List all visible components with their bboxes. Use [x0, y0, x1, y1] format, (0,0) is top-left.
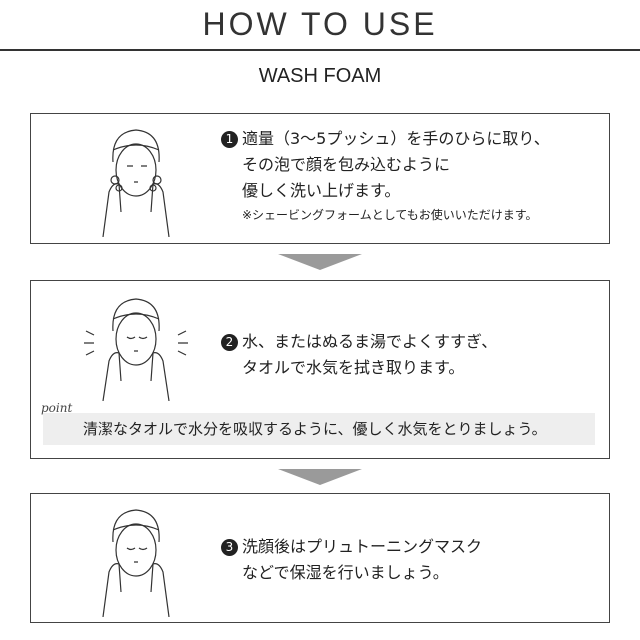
step-line: 優しく洗い上げます。: [242, 181, 401, 200]
step-line: などで保湿を行いましょう。: [242, 563, 449, 582]
step-line: タオルで水気を拭き取ります。: [242, 358, 465, 377]
face-rinsing-icon: [84, 298, 188, 401]
face-washing-icon: [102, 129, 170, 237]
step-line: 洗顔後はプリュトーニングマスク: [242, 537, 483, 556]
title-divider: [0, 49, 640, 51]
step-number-badge: 1: [221, 131, 238, 148]
face-moisturizing-icon: [102, 509, 170, 617]
step-number-badge: 3: [221, 539, 238, 556]
product-name: WASH FOAM: [258, 65, 382, 87]
step-line: 適量（3〜5プッシュ）を手のひらに取り、: [242, 129, 550, 148]
step-line: 水、またはぬるま湯でよくすすぎ、: [242, 332, 498, 351]
point-label: point: [41, 401, 73, 415]
down-arrow-icon: [278, 254, 362, 270]
down-arrow-icon: [278, 469, 362, 485]
step-note: ※シェービングフォームとしてもお使いいただけます。: [242, 208, 538, 222]
step-number-badge: 2: [221, 334, 238, 351]
point-tip: 清潔なタオルで水分を吸収するように、優しく水気をとりましょう。: [43, 413, 595, 445]
page-title: HOW TO USE: [202, 6, 438, 42]
step-line: その泡で顔を包み込むように: [242, 155, 451, 174]
